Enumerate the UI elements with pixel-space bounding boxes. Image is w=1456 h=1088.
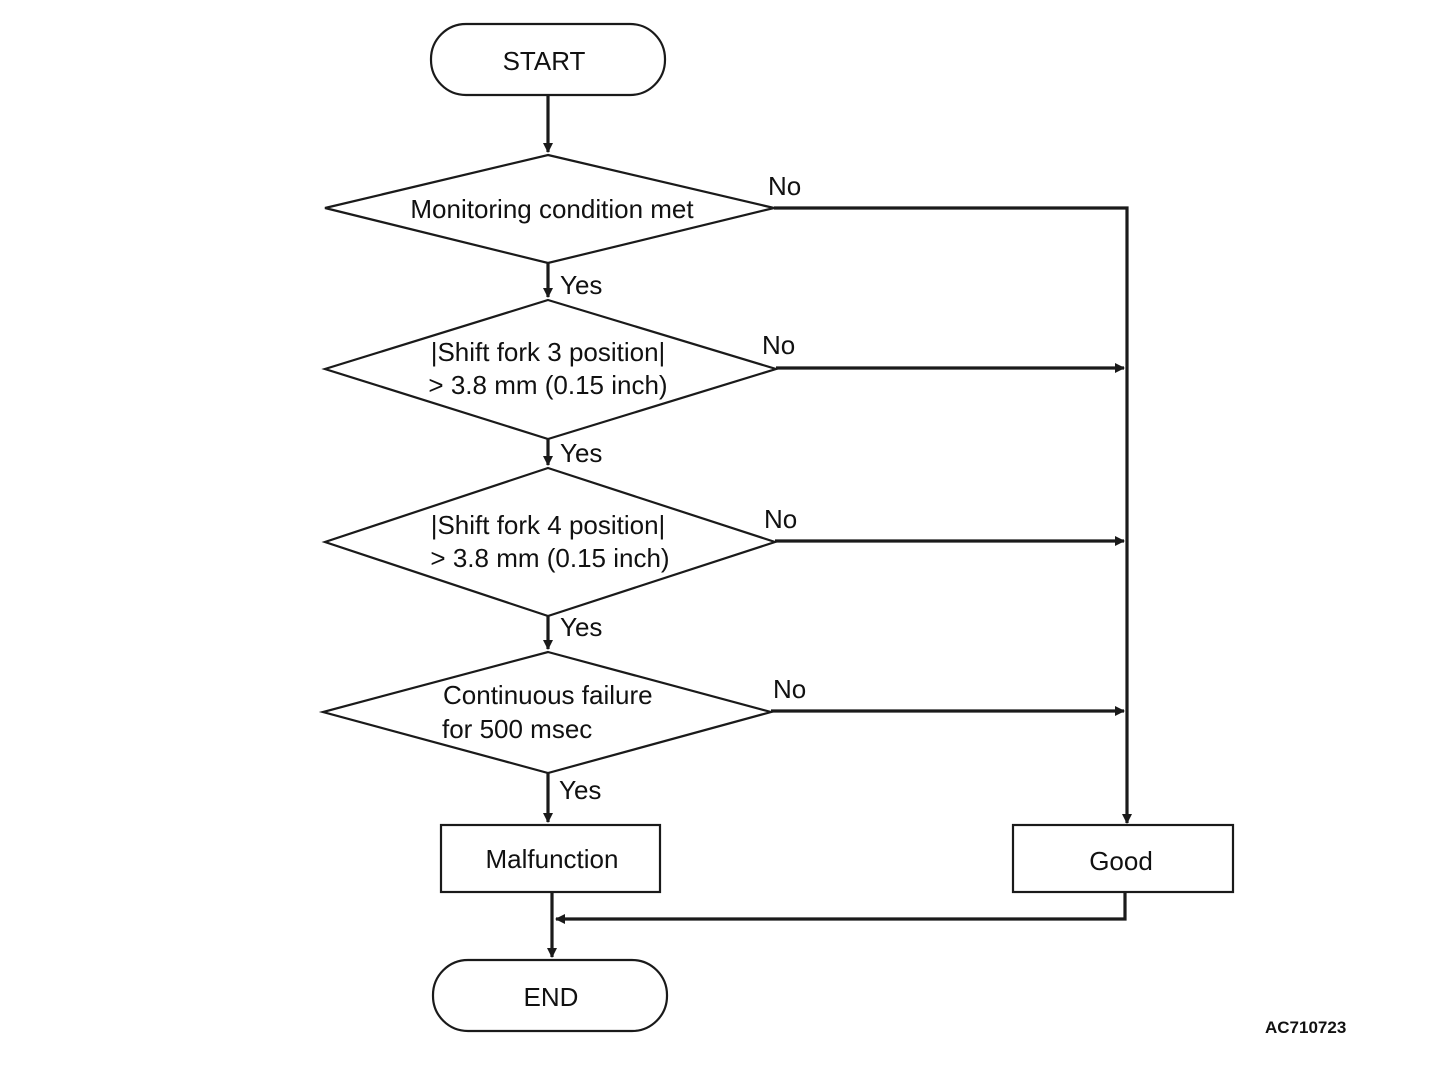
yes-label-2: Yes	[560, 438, 602, 468]
start-label: START	[503, 46, 586, 76]
arrow-monitoring-no	[774, 206, 1132, 824]
malfunction-label: Malfunction	[486, 844, 619, 874]
no-label-3: No	[764, 504, 797, 534]
no-label-4: No	[773, 674, 806, 704]
decision-continuous-line1: Continuous failure	[443, 680, 653, 710]
end-terminator	[431, 958, 669, 1033]
decision-monitoring-label: Monitoring condition met	[410, 194, 694, 224]
decision-shift-fork-4	[321, 466, 779, 618]
no-label-1: No	[768, 171, 801, 201]
decision-fork3-line1: |Shift fork 3 position|	[431, 337, 666, 367]
no-label-2: No	[762, 330, 795, 360]
decision-continuous-line2: for 500 msec	[442, 714, 592, 744]
good-label: Good	[1089, 846, 1153, 876]
yes-label-3: Yes	[560, 612, 602, 642]
yes-label-4: Yes	[559, 775, 601, 805]
decision-fork4-line2: > 3.8 mm (0.15 inch)	[430, 543, 669, 573]
figure-code: AC710723	[1265, 1018, 1346, 1037]
decision-fork3-line2: > 3.8 mm (0.15 inch)	[428, 370, 667, 400]
yes-label-1: Yes	[560, 270, 602, 300]
arrow-good-to-end	[555, 892, 1127, 924]
decision-fork4-line1: |Shift fork 4 position|	[431, 510, 666, 540]
decision-continuous-failure	[318, 650, 776, 775]
malfunction-box	[439, 823, 662, 894]
end-label: END	[524, 982, 579, 1012]
good-box	[1011, 823, 1235, 894]
